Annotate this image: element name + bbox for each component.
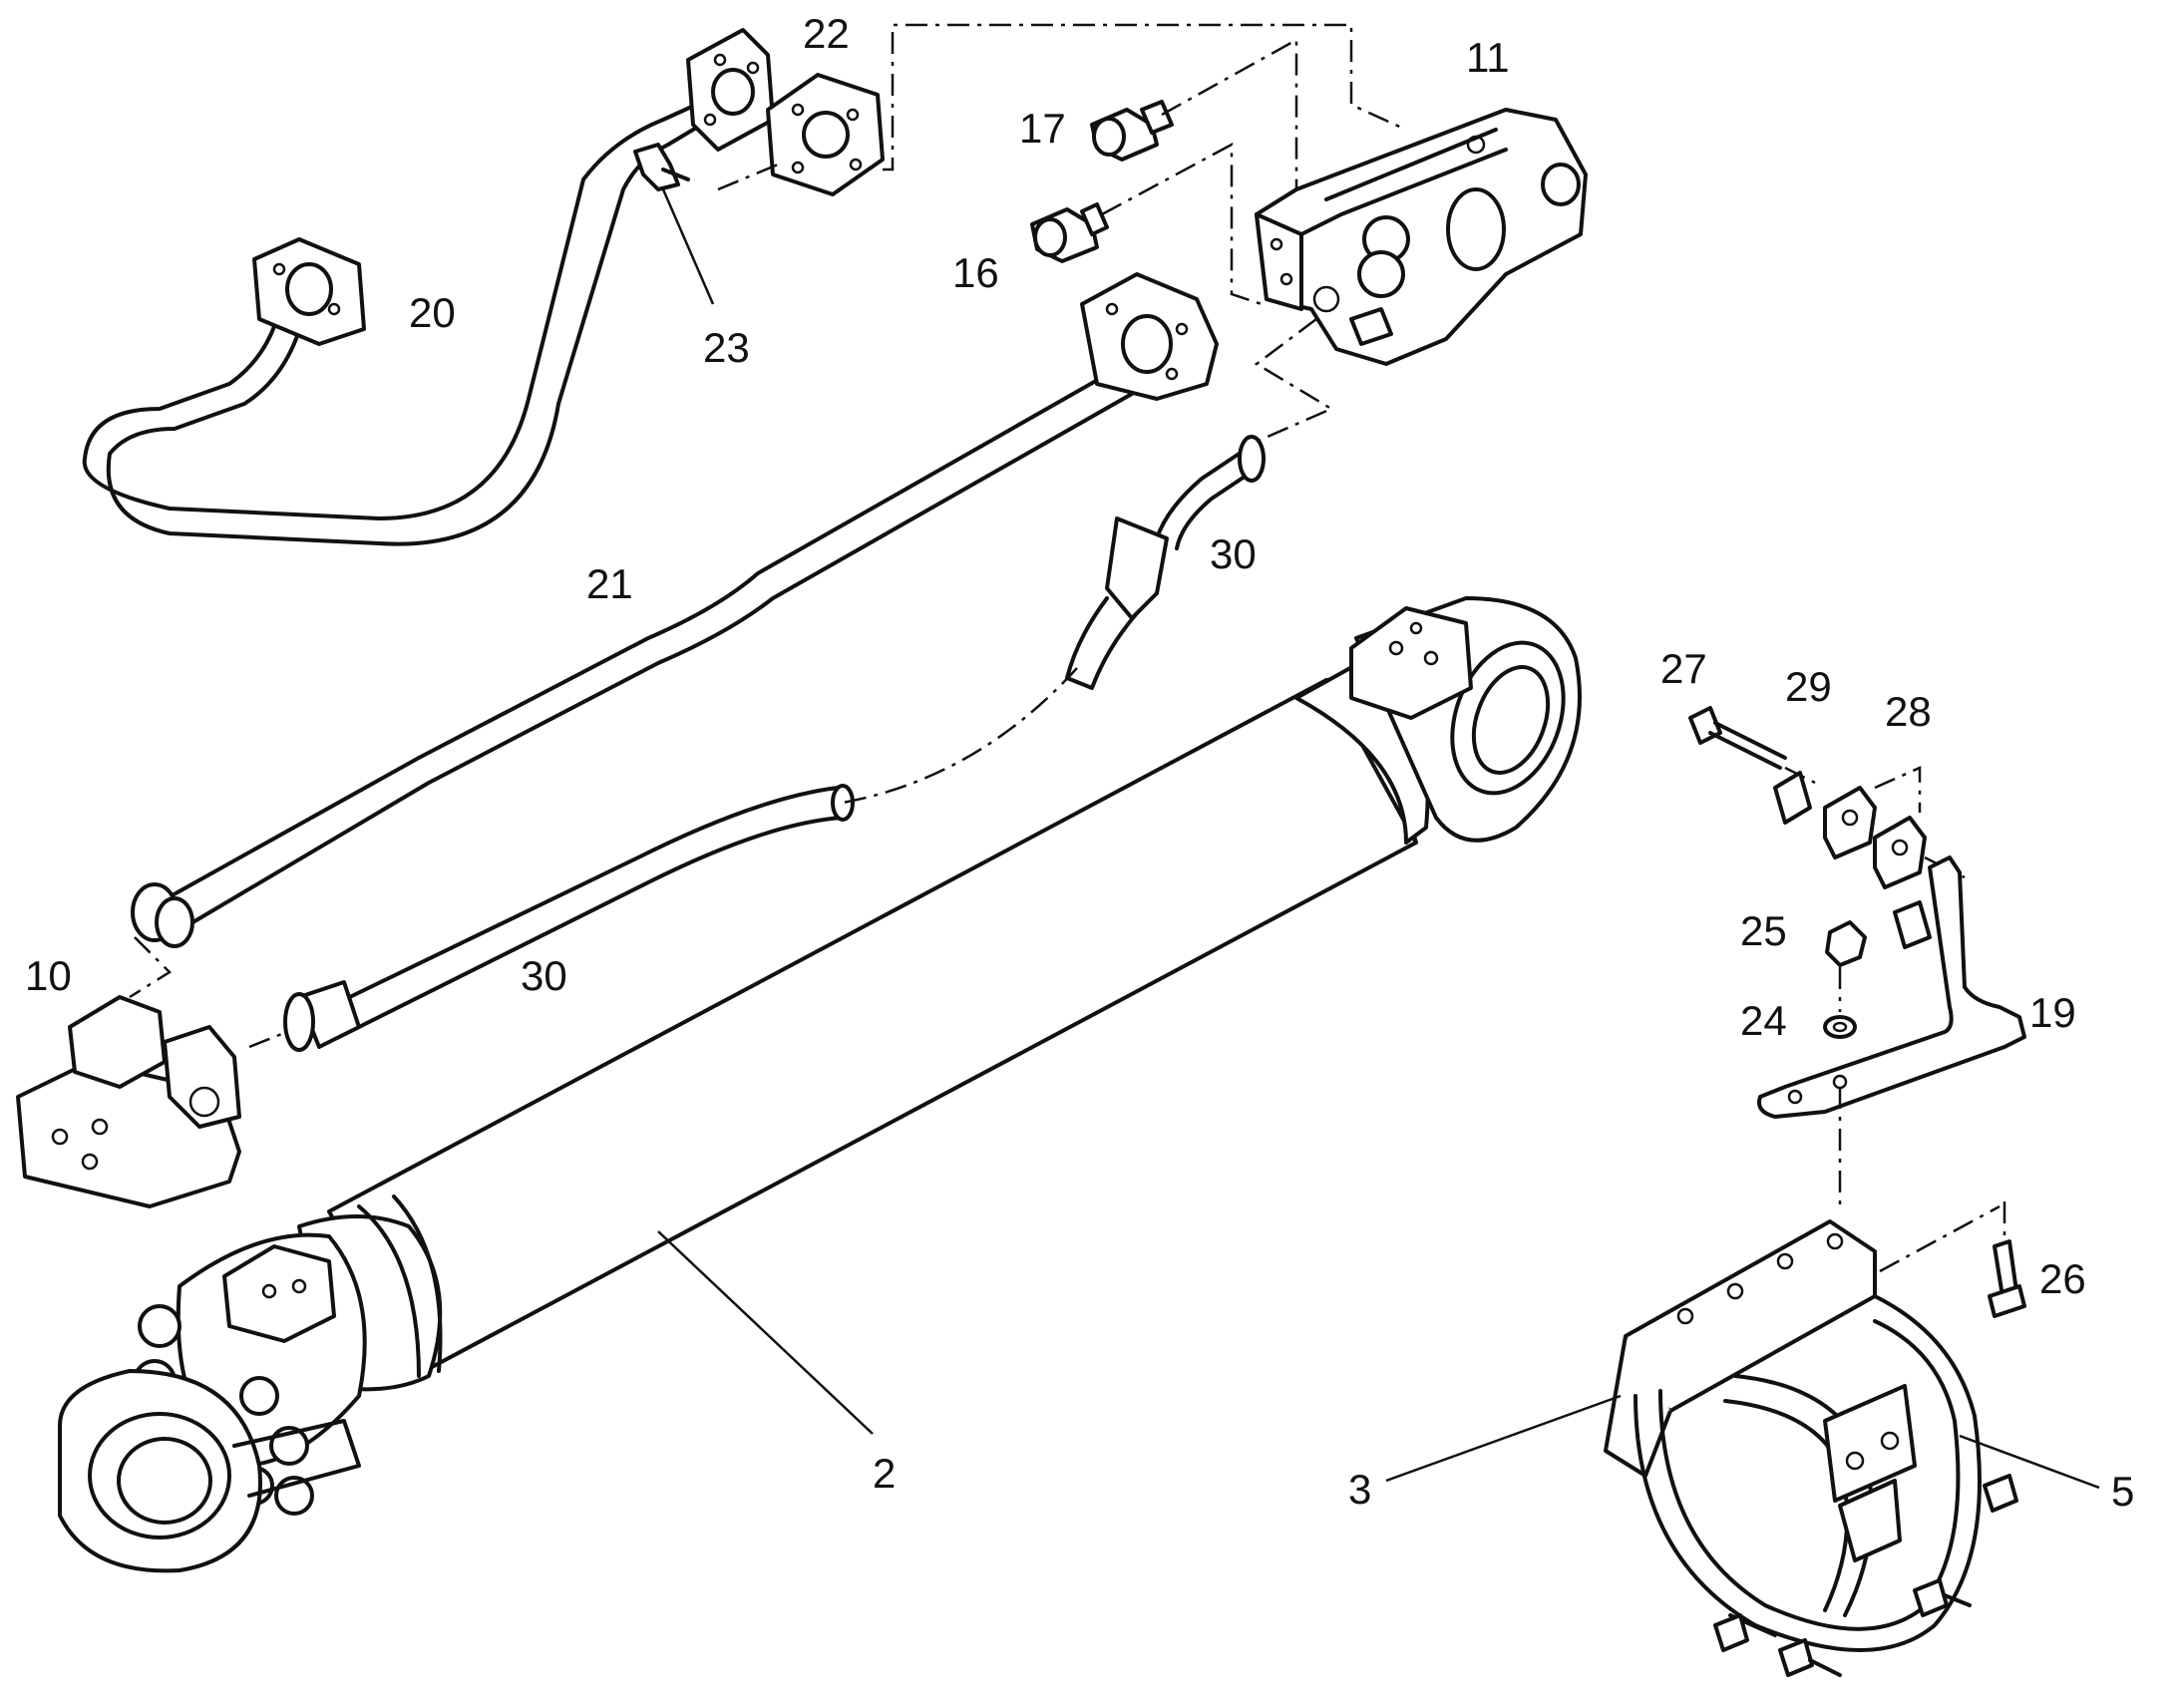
assembly-line-28b (1924, 855, 1966, 879)
callout-26: 26 (2039, 1255, 2086, 1302)
leader-line-5 (1959, 1434, 2100, 1490)
leader-line-2 (657, 1230, 874, 1435)
bolt-part-26 (1988, 1239, 2026, 1318)
callout-10: 10 (25, 952, 72, 999)
assembly-line-28 (1874, 766, 1922, 813)
bolt-part-23 (633, 143, 690, 191)
assembly-line-3 (1879, 1204, 2000, 1273)
callout-22: 22 (803, 10, 850, 57)
fitting-part-17 (1090, 100, 1174, 162)
valve-block-part-11 (1255, 108, 1588, 366)
callout-21: 21 (586, 560, 633, 607)
assembly-line-11 (1251, 318, 1334, 446)
assembly-line-10 (129, 936, 172, 999)
fitting-part-16 (1030, 202, 1109, 263)
callout-16: 16 (952, 249, 999, 296)
hose-part-30 (283, 435, 1266, 1052)
assembly-line-30 (842, 667, 1078, 805)
callout-23: 23 (703, 324, 750, 371)
callout-20: 20 (409, 289, 456, 336)
callout-5: 5 (2111, 1468, 2134, 1515)
tube-part-20 (82, 28, 775, 546)
washer-part-24 (1823, 1015, 1857, 1039)
callout-19: 19 (2029, 989, 2076, 1036)
hydraulic-cylinder-part-2 (58, 596, 1582, 1573)
callout-17: 17 (1019, 105, 1066, 152)
callout-27: 27 (1660, 645, 1707, 692)
assembly-line-22b (717, 163, 779, 191)
assembly-line-29 (1784, 766, 1816, 785)
bracket-part-19 (1757, 855, 2026, 1119)
bolt-part-27 (1688, 706, 1787, 770)
assembly-line-22 (883, 23, 1407, 171)
callout-2: 2 (873, 1450, 896, 1497)
callout-25: 25 (1740, 907, 1787, 954)
callout-3: 3 (1348, 1466, 1371, 1513)
callout-30-lower: 30 (521, 952, 567, 999)
assembly-line-16 (1101, 142, 1263, 306)
leader-line-3 (1385, 1394, 1622, 1483)
leader-line-23 (661, 188, 715, 305)
callout-28: 28 (1885, 688, 1932, 735)
callout-29: 29 (1785, 663, 1832, 710)
strap-clamp-part-5 (1634, 1294, 2018, 1677)
callout-24: 24 (1740, 997, 1787, 1044)
tube-part-21 (131, 272, 1219, 948)
callout-11: 11 (1466, 34, 1510, 81)
clamp-part-28 (1823, 786, 1927, 889)
nut-part-25 (1825, 920, 1867, 967)
callout-30-upper: 30 (1210, 530, 1257, 577)
flange-plate-part-22 (766, 73, 885, 196)
block-part-10 (16, 995, 241, 1208)
washer-part-29 (1773, 771, 1812, 825)
